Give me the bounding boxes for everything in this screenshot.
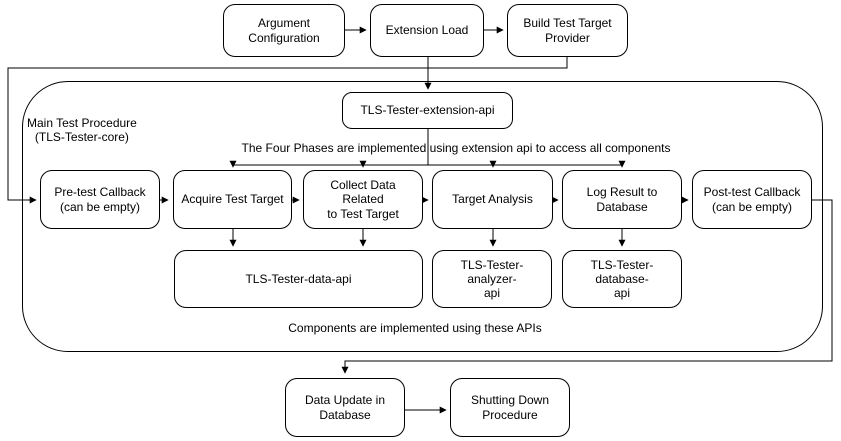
node-acquire-test-target: Acquire Test Target <box>173 170 292 229</box>
annotation-four-phases: The Four Phases are implemented using ex… <box>241 141 671 155</box>
node-extension-load: Extension Load <box>370 4 484 57</box>
node-data-update-in-database: Data Update in Database <box>285 378 405 437</box>
node-tls-tester-database-api: TLS-Tester-database- api <box>562 250 682 308</box>
node-build-test-target-provider: Build Test Target Provider <box>507 4 628 57</box>
connector-posttest-to-dataupdate <box>341 199 833 374</box>
annotation-components-apis: Components are implemented using these A… <box>288 321 542 335</box>
node-log-result: Log Result to Database <box>562 170 682 229</box>
node-target-analysis: Target Analysis <box>432 170 553 229</box>
node-tls-tester-data-api: TLS-Tester-data-api <box>174 250 423 308</box>
node-tls-tester-extension-api: TLS-Tester-extension-api <box>342 92 513 129</box>
node-tls-tester-analyzer-api: TLS-Tester-analyzer- api <box>432 250 552 308</box>
node-post-test-callback: Post-test Callback (can be empty) <box>692 170 812 229</box>
node-collect-data: Collect Data Related to Test Target <box>303 170 423 229</box>
node-pre-test-callback: Pre-test Callback (can be empty) <box>40 170 160 229</box>
connector-provider-to-pretest <box>7 57 568 204</box>
node-argument-configuration: Argument Configuration <box>223 4 345 57</box>
main-test-procedure-label: Main Test Procedure (TLS-Tester-core) <box>27 116 137 145</box>
node-shutting-down-procedure: Shutting Down Procedure <box>450 378 570 437</box>
